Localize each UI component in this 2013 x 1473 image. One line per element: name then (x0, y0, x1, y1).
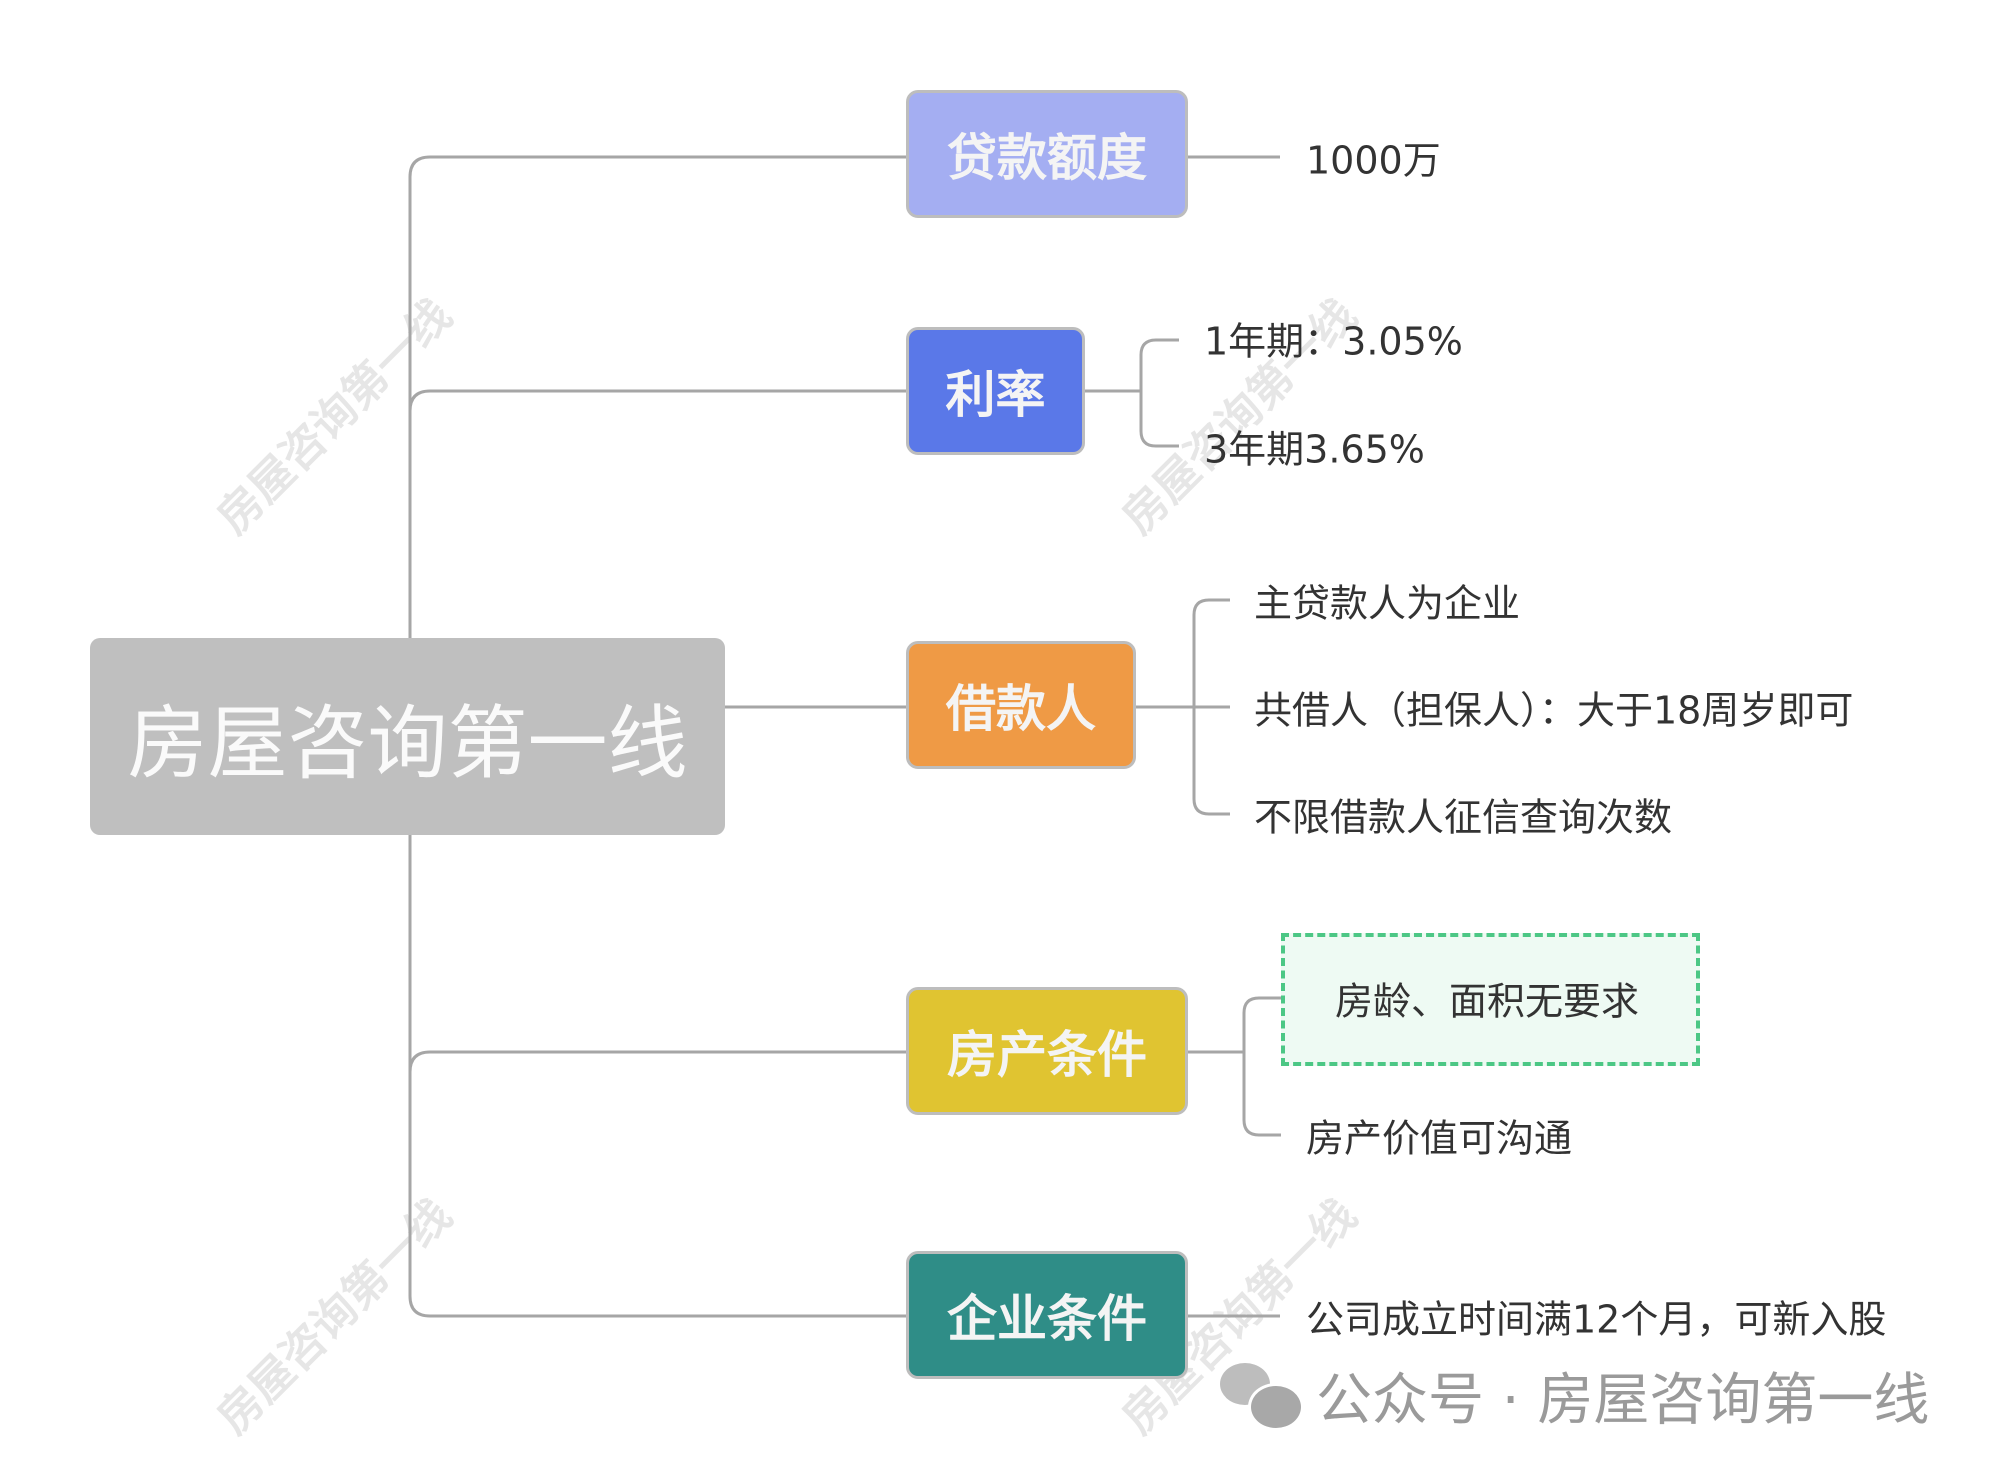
selected-leaf-frame[interactable] (1281, 933, 1700, 1066)
branch-label: 借款人 (946, 680, 1096, 738)
branch-property-conditions[interactable]: 房产条件 (906, 987, 1188, 1115)
footer-text: 公众号 · 房屋咨询第一线 (1316, 1368, 1930, 1433)
leaf-node[interactable]: 3年期3.65% (1204, 427, 1425, 472)
branch-label: 贷款额度 (947, 129, 1147, 187)
branch-borrower[interactable]: 借款人 (906, 641, 1136, 769)
leaf-node[interactable]: 公司成立时间满12个月，可新入股 (1306, 1297, 1887, 1342)
root-node[interactable]: 房屋咨询第一线 (90, 638, 725, 835)
branch-loan-amount[interactable]: 贷款额度 (906, 90, 1188, 218)
branch-label: 利率 (945, 366, 1046, 424)
leaf-node[interactable]: 房龄、面积无要求 (1335, 979, 1640, 1024)
footer-watermark: 公众号 · 房屋咨询第一线 (1220, 1355, 1929, 1436)
branch-label: 企业条件 (947, 1290, 1147, 1348)
leaf-node[interactable]: 主贷款人为企业 (1254, 581, 1521, 626)
leaf-node[interactable]: 1000万 (1306, 138, 1441, 183)
leaf-node[interactable]: 共借人（担保人）：大于18周岁即可 (1254, 688, 1854, 733)
branch-company-conditions[interactable]: 企业条件 (906, 1251, 1188, 1379)
leaf-node[interactable]: 房产价值可沟通 (1306, 1116, 1573, 1161)
branch-interest-rate[interactable]: 利率 (906, 327, 1085, 455)
root-label: 房屋咨询第一线 (127, 696, 688, 790)
branch-label: 房产条件 (947, 1026, 1147, 1084)
leaf-node[interactable]: 1年期：3.05% (1204, 319, 1463, 364)
leaf-node[interactable]: 不限借款人征信查询次数 (1254, 795, 1673, 840)
wechat-icon (1220, 1362, 1304, 1431)
